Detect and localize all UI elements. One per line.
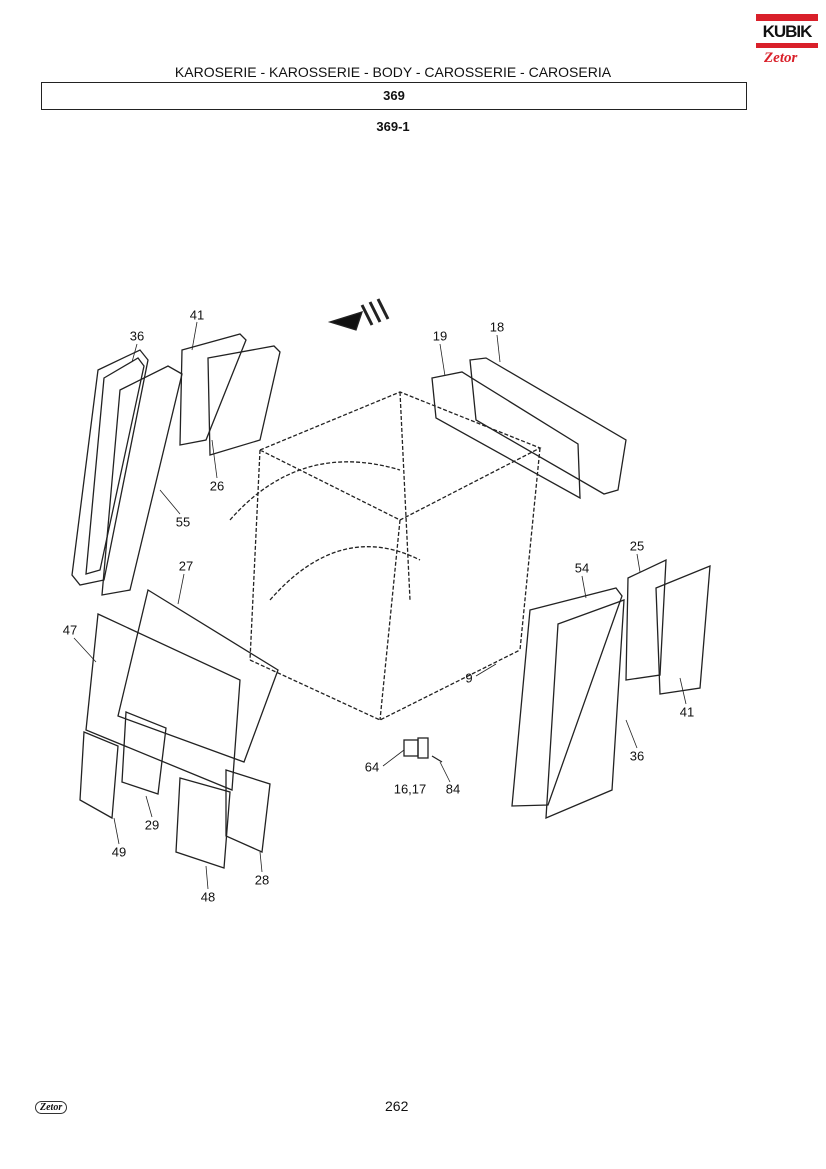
window-25 — [625, 558, 667, 681]
page-number: 262 — [385, 1098, 409, 1114]
part-label: 55 — [175, 514, 191, 530]
part-label: 84 — [445, 781, 461, 797]
part-label: 27 — [178, 558, 194, 574]
window-26 — [207, 345, 281, 456]
part-label: 47 — [62, 622, 78, 638]
part-label: 28 — [254, 872, 270, 888]
subsection-number: 369-1 — [376, 119, 410, 134]
window-41-right — [655, 564, 711, 695]
kubik-zetor-logo: KUBIK Zetor — [756, 14, 818, 70]
footer-zetor-logo: Zetor — [35, 1101, 68, 1114]
part-label: 26 — [209, 478, 225, 494]
windscreen-27 — [117, 588, 279, 763]
part-label: 54 — [574, 560, 590, 576]
part-label: 36 — [129, 328, 145, 344]
panel-28 — [225, 769, 271, 853]
page-title: KAROSERIE - KAROSSERIE - BODY - CAROSSER… — [174, 64, 612, 80]
window-19 — [431, 371, 581, 500]
logo-text: KUBIK — [762, 22, 813, 41]
screw-84 — [431, 755, 443, 763]
panel-29 — [121, 711, 167, 795]
part-label: 64 — [364, 759, 380, 775]
hinge-16-17 — [417, 737, 429, 759]
cab-frame — [229, 391, 542, 721]
window-36-left — [71, 349, 149, 586]
panel-48 — [175, 777, 231, 869]
part-label: 48 — [200, 889, 216, 905]
window-55 — [101, 365, 183, 596]
direction-arrow-icon — [327, 298, 390, 331]
panel-49 — [79, 731, 119, 820]
part-label: 41 — [679, 704, 695, 720]
part-label: 19 — [432, 328, 448, 344]
hinge-64 — [403, 739, 419, 757]
window-54 — [511, 587, 623, 807]
window-18 — [469, 357, 627, 495]
part-label: 36 — [629, 748, 645, 764]
window-41-left — [179, 333, 247, 446]
part-label: 29 — [144, 817, 160, 833]
window-47 — [85, 613, 241, 791]
door-36-right — [545, 599, 625, 820]
section-number: 369 — [41, 82, 747, 110]
part-label: 25 — [629, 538, 645, 554]
logo-sub: Zetor — [764, 50, 798, 66]
part-label: 16,17 — [393, 781, 427, 797]
part-label: 41 — [189, 307, 205, 323]
part-label: 49 — [111, 844, 127, 860]
part-label: 18 — [489, 319, 505, 335]
part-label: 9 — [465, 670, 473, 686]
